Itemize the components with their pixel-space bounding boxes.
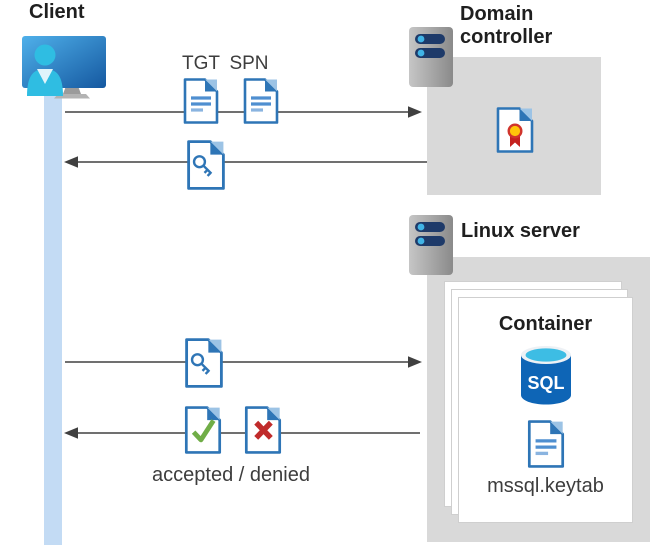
linux-server-icon [409,215,453,275]
tgt-ticket-icon [183,78,219,124]
accepted-denied-label: accepted / denied [152,464,310,486]
arrow-server-to-client [64,427,420,439]
sql-badge-text: SQL [527,373,564,393]
sql-database-icon: SQL [520,346,571,405]
arrow-dc-to-client [64,156,427,168]
service-ticket-key-icon-2 [185,338,223,388]
service-ticket-key-icon [187,140,225,190]
tgt-label: TGT [182,53,220,74]
client-lifeline-bar [44,95,62,545]
user-head [34,44,56,66]
arrow-client-to-dc [65,106,422,118]
arrow-client-to-server [65,356,422,368]
container-label: Container [498,313,593,335]
certificate-icon [496,107,534,153]
client-user-monitor-icon [22,36,106,99]
domain-controller-label: Domain controller [460,3,553,48]
keytab-file-icon [527,420,564,468]
container-card: Container SQL mssql.keytab [458,297,633,523]
spn-label: SPN [229,53,269,74]
client-label: Client [29,1,85,23]
keytab-label: mssql.keytab [487,475,604,497]
linux-server-label: Linux server [461,220,580,242]
spn-ticket-icon [243,78,279,124]
monitor-stand-base [54,94,90,99]
domain-controller-server-icon [409,27,453,87]
user-collar [37,69,53,84]
denied-ticket-icon [244,406,282,454]
accepted-ticket-icon [184,406,222,454]
